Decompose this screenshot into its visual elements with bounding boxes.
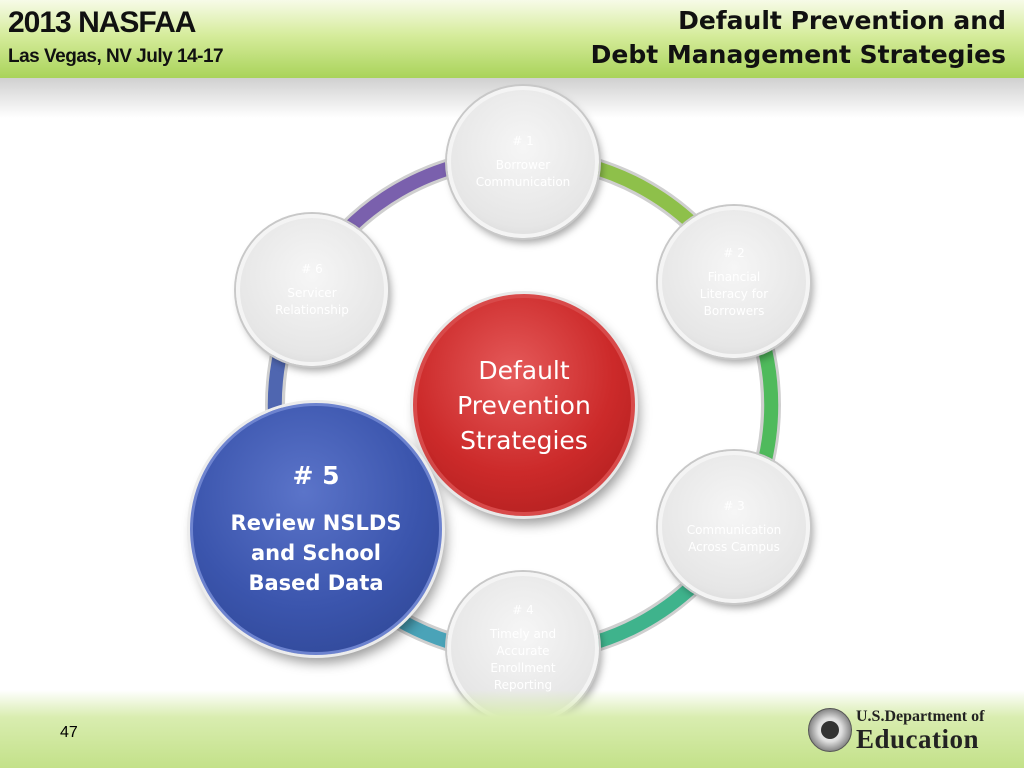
conference-title: 2013 NASFAA <box>8 6 196 39</box>
step-6-number: # 6 <box>301 262 323 276</box>
header-band <box>0 0 1024 78</box>
logo-line2: Education <box>856 724 980 754</box>
step-3-label: Communication Across Campus <box>686 523 782 554</box>
step-6-servicer-relationship: # 6 Servicer Relationship <box>236 214 388 366</box>
step-1-label: Borrower Communication <box>475 158 571 189</box>
step-4-label: Timely and Accurate Enrollment Reporting <box>489 627 557 692</box>
step-5-number: # 5 <box>292 460 340 490</box>
seal-icon <box>808 708 852 752</box>
step-2-label: Financial Literacy for Borrowers <box>699 269 769 318</box>
logo-line1: U.S.Department of <box>856 708 985 725</box>
step-3-communication-across-campus: # 3 Communication Across Campus <box>658 451 810 603</box>
step-5-review-nslds-highlighted: # 5 Review NSLDS and School Based Data <box>190 403 442 655</box>
step-3-number: # 3 <box>723 499 745 513</box>
step-2-number: # 2 <box>723 245 745 260</box>
conference-location: Las Vegas, NV July 14-17 <box>8 46 224 67</box>
center-default-prevention: Default Prevention Strategies <box>413 294 635 516</box>
page-number: 47 <box>60 724 78 741</box>
step-1-borrower-communication: # 1 Borrower Communication <box>447 86 599 238</box>
footer-band <box>0 690 1024 768</box>
step-6-label: Servicer Relationship <box>275 286 349 317</box>
step-1-number: # 1 <box>512 134 534 148</box>
slide-title-line2: Debt Management Strategies <box>590 40 1006 69</box>
us-department-of-education-logo: U.S.Department of Education <box>808 706 1018 756</box>
step-4-number: # 4 <box>512 603 534 617</box>
slide-title: Default Prevention and Debt Management S… <box>591 4 1006 72</box>
slide-title-line1: Default Prevention and <box>678 6 1006 35</box>
step-5-label: Review NSLDS and School Based Data <box>230 510 402 595</box>
step-2-financial-literacy: # 2 Financial Literacy for Borrowers <box>658 206 810 358</box>
